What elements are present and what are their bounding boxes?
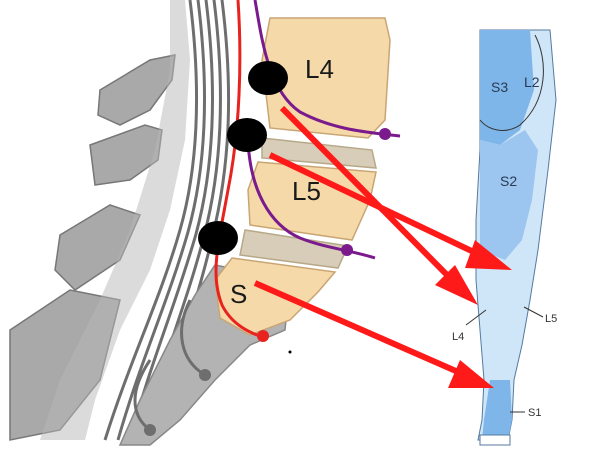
vertebra-label-s: S [230, 279, 247, 309]
dermatome-s2-region [480, 130, 538, 260]
pointer-line-l4 [465, 309, 487, 326]
dermatome-label-s3: S3 [491, 79, 508, 95]
dermatome-label-s2: S2 [500, 173, 517, 189]
posterior-bone-outline [9, 0, 190, 441]
dermatome-s3-region [480, 30, 534, 145]
arrow-l4-shaft [279, 105, 455, 283]
vertebra-label-l4: L4 [305, 54, 334, 84]
arrow-l5-shaft [268, 152, 482, 258]
dermatome-l2-curve [479, 34, 544, 131]
vertebra-label-l5: L5 [292, 176, 321, 206]
arrow-s-shaft [253, 280, 467, 378]
sacral-nerve-roots [133, 299, 206, 432]
arrow-l4-head [435, 265, 478, 305]
pointer-label-l5: L5 [545, 313, 557, 325]
vertebra-s: S [214, 257, 337, 336]
vertebra-l5: L5 [247, 161, 377, 241]
herniation-dot-l5 [227, 118, 267, 152]
purple-nerve-lower-end [341, 244, 353, 256]
herniation-dot-s [198, 221, 238, 255]
pointer-label-s1: S1 [528, 407, 541, 419]
red-arrows [253, 105, 512, 388]
disc-l5-s [239, 229, 350, 269]
dermatome-leg-map: S3 L2 S2 L4 L5 S1 [452, 29, 557, 446]
dermatome-lower-band [482, 380, 512, 440]
sacral-nerve-end-1 [199, 369, 211, 381]
herniation-dot-l4 [248, 61, 288, 95]
purple-nerve-upper [253, 0, 401, 138]
small-mark [288, 350, 292, 354]
arrow-s-head [448, 360, 494, 388]
pointer-label-l4: L4 [452, 331, 464, 343]
pointer-line-l5 [523, 306, 544, 318]
dermatome-label-l2: L2 [524, 74, 540, 90]
dermatome-foot-toes [479, 434, 511, 446]
red-nerve-end [257, 330, 269, 342]
sacral-nerve-end-2 [144, 424, 156, 436]
disc-l4-l5 [261, 137, 377, 169]
purple-nerve-upper-end [379, 128, 391, 140]
arrow-l5-head [465, 240, 512, 270]
